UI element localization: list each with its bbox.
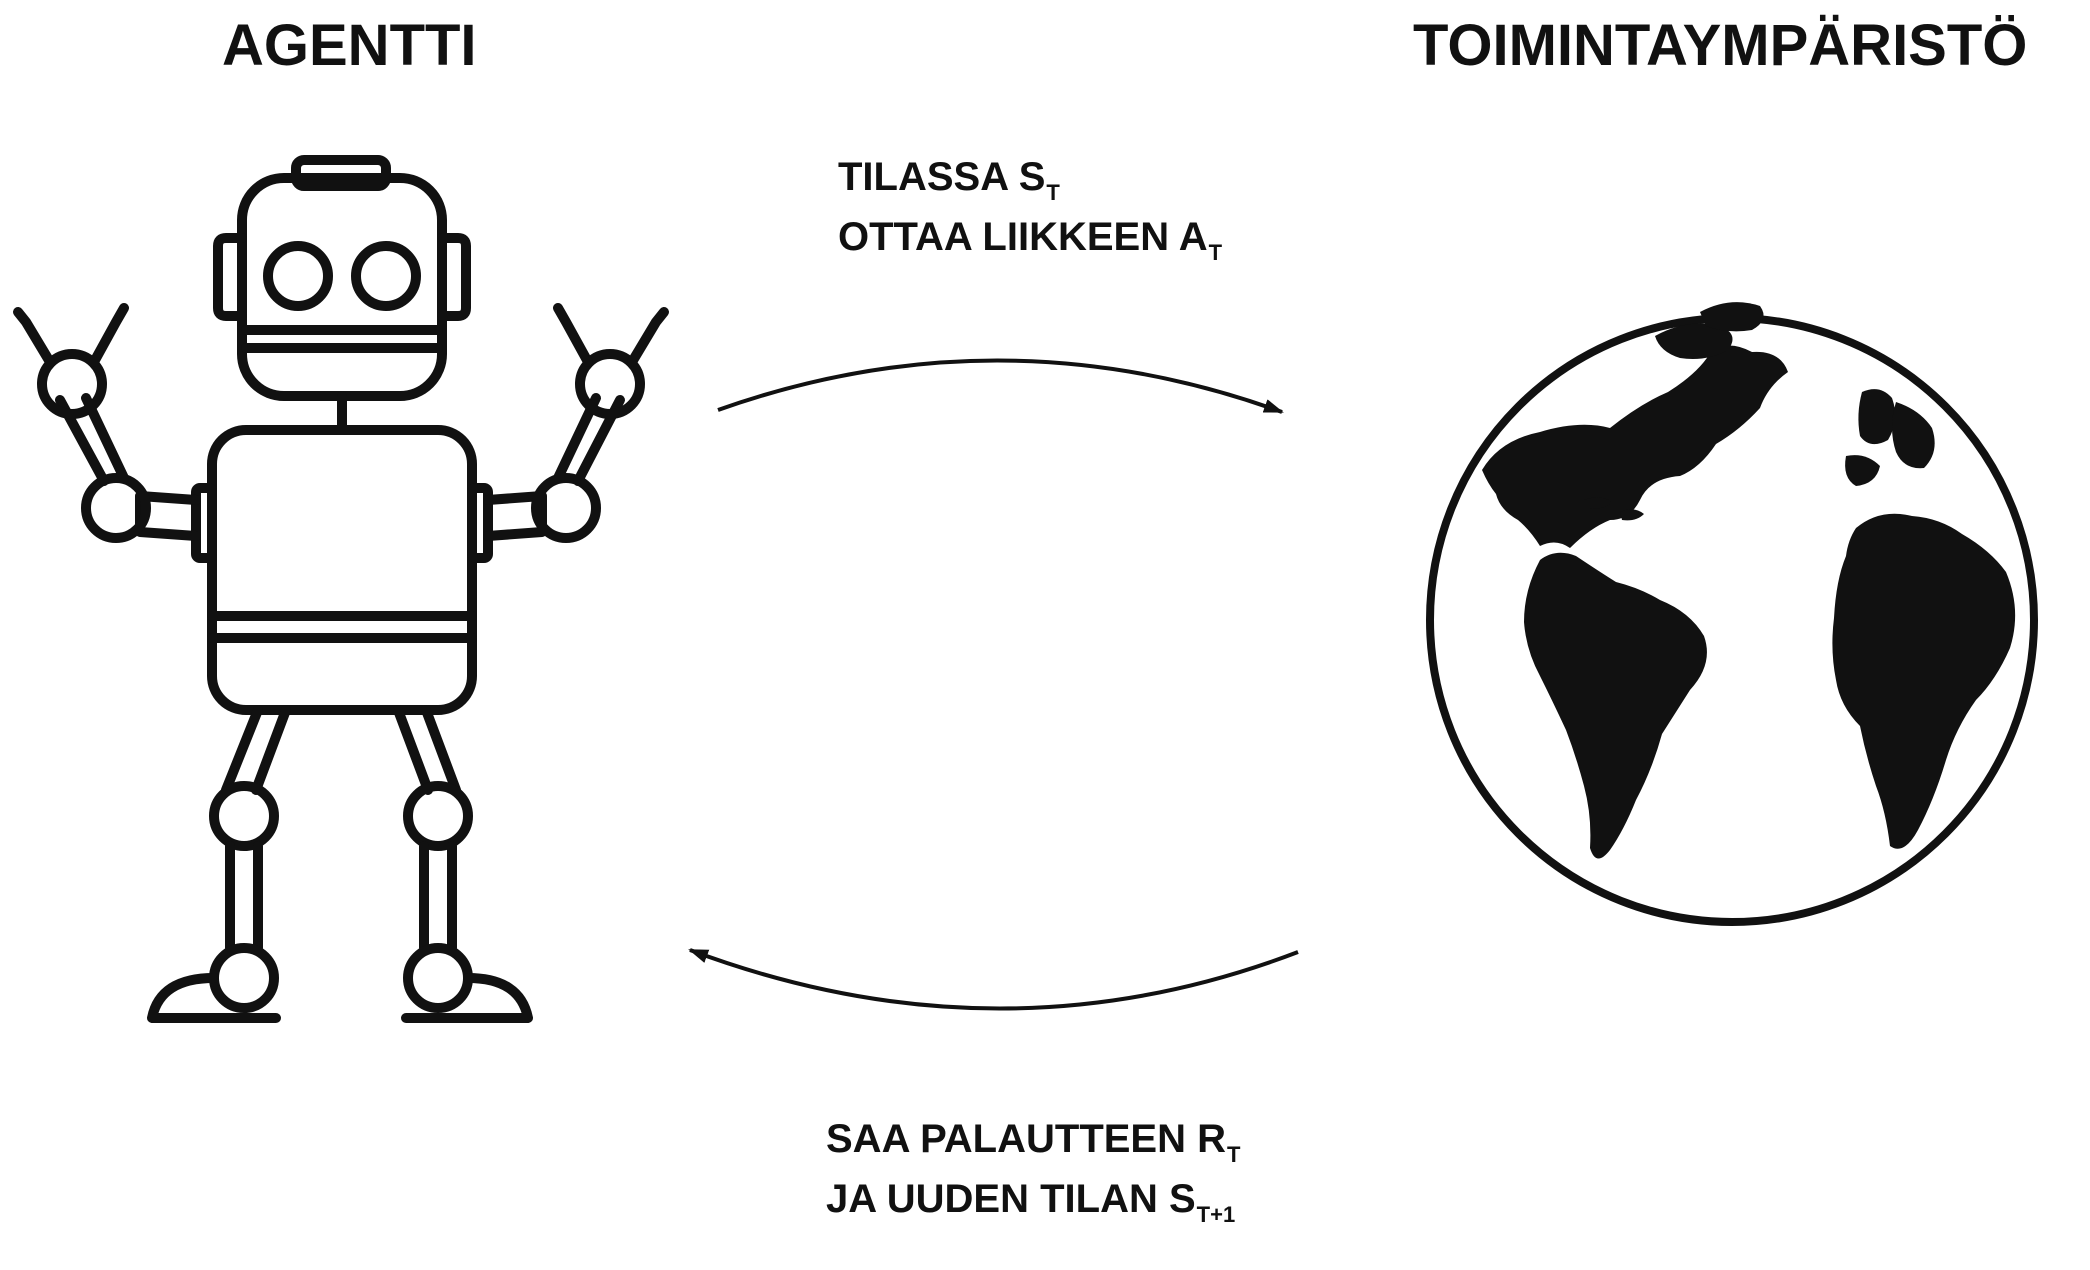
feedback-arrow <box>688 948 1299 1011</box>
robot-icon <box>13 155 669 1023</box>
feedback-caption: SAA PALAUTTEEN RT JA UUDEN TILAN ST+1 <box>826 1112 1240 1232</box>
action-arrow <box>717 358 1284 414</box>
feedback-caption-line1: SAA PALAUTTEEN RT <box>826 1117 1241 1167</box>
feedback-caption-line2: JA UUDEN TILAN ST+1 <box>826 1177 1236 1227</box>
action-caption: TILASSA ST OTTAA LIIKKEEN AT <box>838 150 1222 270</box>
environment-heading: TOIMINTAYMPÄRISTÖ <box>1413 13 2028 78</box>
action-caption-line1: TILASSA ST <box>838 155 1060 205</box>
globe-icon <box>1426 302 2038 926</box>
action-caption-line2: OTTAA LIIKKEEN AT <box>838 215 1223 265</box>
agent-heading: AGENTTI <box>222 13 477 78</box>
